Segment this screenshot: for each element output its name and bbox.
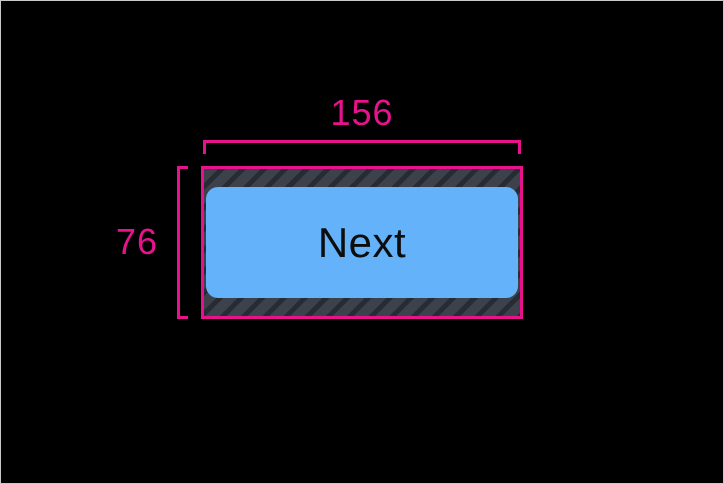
next-button[interactable]: Next	[206, 187, 518, 298]
height-dimension-bracket	[177, 166, 188, 319]
touch-target-region: Next	[201, 166, 523, 319]
width-dimension-label: 156	[330, 92, 394, 133]
width-dimension-bracket	[203, 140, 521, 154]
height-dimension-label: 76	[115, 221, 159, 262]
next-button-label: Next	[317, 218, 407, 266]
